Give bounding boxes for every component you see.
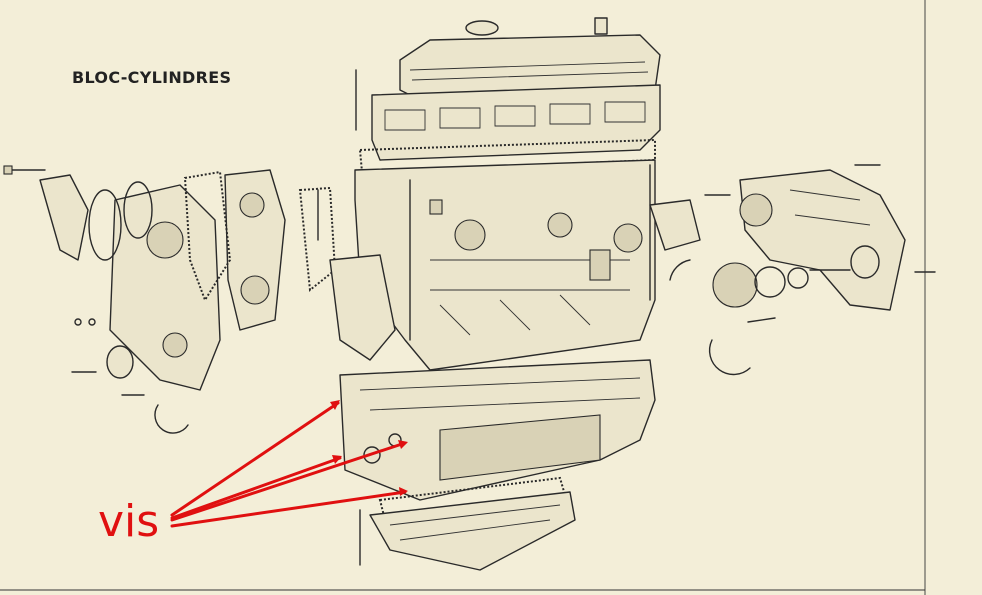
diagram-title: BLOC-CYLINDRES xyxy=(72,68,232,87)
engine-block xyxy=(354,159,656,371)
valve-cover xyxy=(399,17,661,101)
callout-label: vis xyxy=(98,496,160,547)
bolts-left xyxy=(3,69,361,566)
water-pump-housing xyxy=(649,164,936,323)
callout-arrow xyxy=(170,490,407,528)
timing-cover xyxy=(109,169,396,391)
cylinder-head xyxy=(358,84,661,174)
callout-arrows xyxy=(170,400,408,528)
callout-arrow xyxy=(170,441,407,522)
lower-crankcase xyxy=(339,359,656,501)
callout-arrow xyxy=(170,456,342,520)
oil-pan xyxy=(369,476,576,571)
callout-arrow xyxy=(170,401,340,517)
seals-left xyxy=(39,174,751,434)
